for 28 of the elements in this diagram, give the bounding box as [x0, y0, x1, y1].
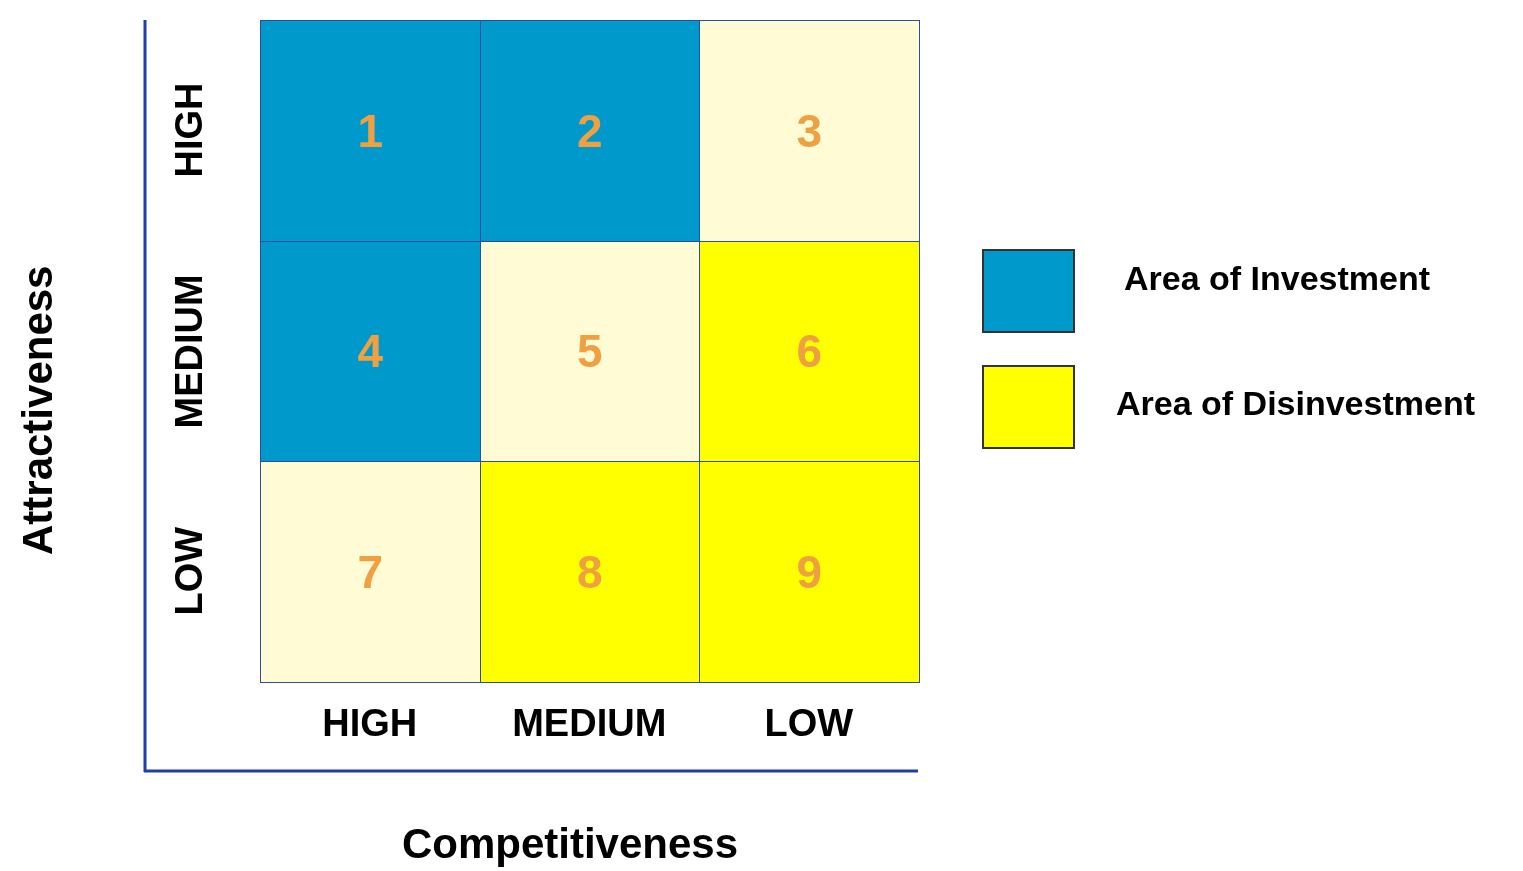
cell-number: 5 [576, 324, 603, 379]
matrix-cell [260, 240, 481, 462]
axis-tick-label: MEDIUM [511, 702, 668, 745]
matrix-cell [260, 20, 481, 242]
cell-number: 2 [576, 103, 603, 158]
legend-label: Area of Disinvestment [1116, 384, 1475, 423]
matrix-cell [699, 240, 920, 462]
matrix-cell [479, 461, 700, 683]
axis-tick-label: LOW [168, 525, 211, 618]
cell-number: 4 [357, 324, 384, 379]
axis-title: Attractiveness [14, 264, 62, 557]
legend-label: Area of Investment [1124, 259, 1431, 298]
cell-number: 7 [357, 544, 384, 599]
axis-tick-label: LOW [763, 702, 855, 745]
matrix-cell [479, 240, 700, 462]
cell-number: 6 [796, 324, 823, 379]
cell-number: 1 [357, 103, 384, 158]
cell-number: 9 [796, 544, 823, 599]
cell-number: 3 [796, 103, 823, 158]
matrix-cell [699, 20, 920, 242]
axis-tick-label: HIGH [321, 702, 419, 745]
matrix-cell [699, 461, 920, 683]
matrix-cell [479, 20, 700, 242]
axis-title: Competitiveness [400, 820, 740, 868]
matrix-cell [260, 461, 481, 683]
axis-tick-label: MEDIUM [168, 272, 211, 430]
cell-number: 8 [576, 544, 603, 599]
axis-tick-label: HIGH [168, 81, 211, 180]
